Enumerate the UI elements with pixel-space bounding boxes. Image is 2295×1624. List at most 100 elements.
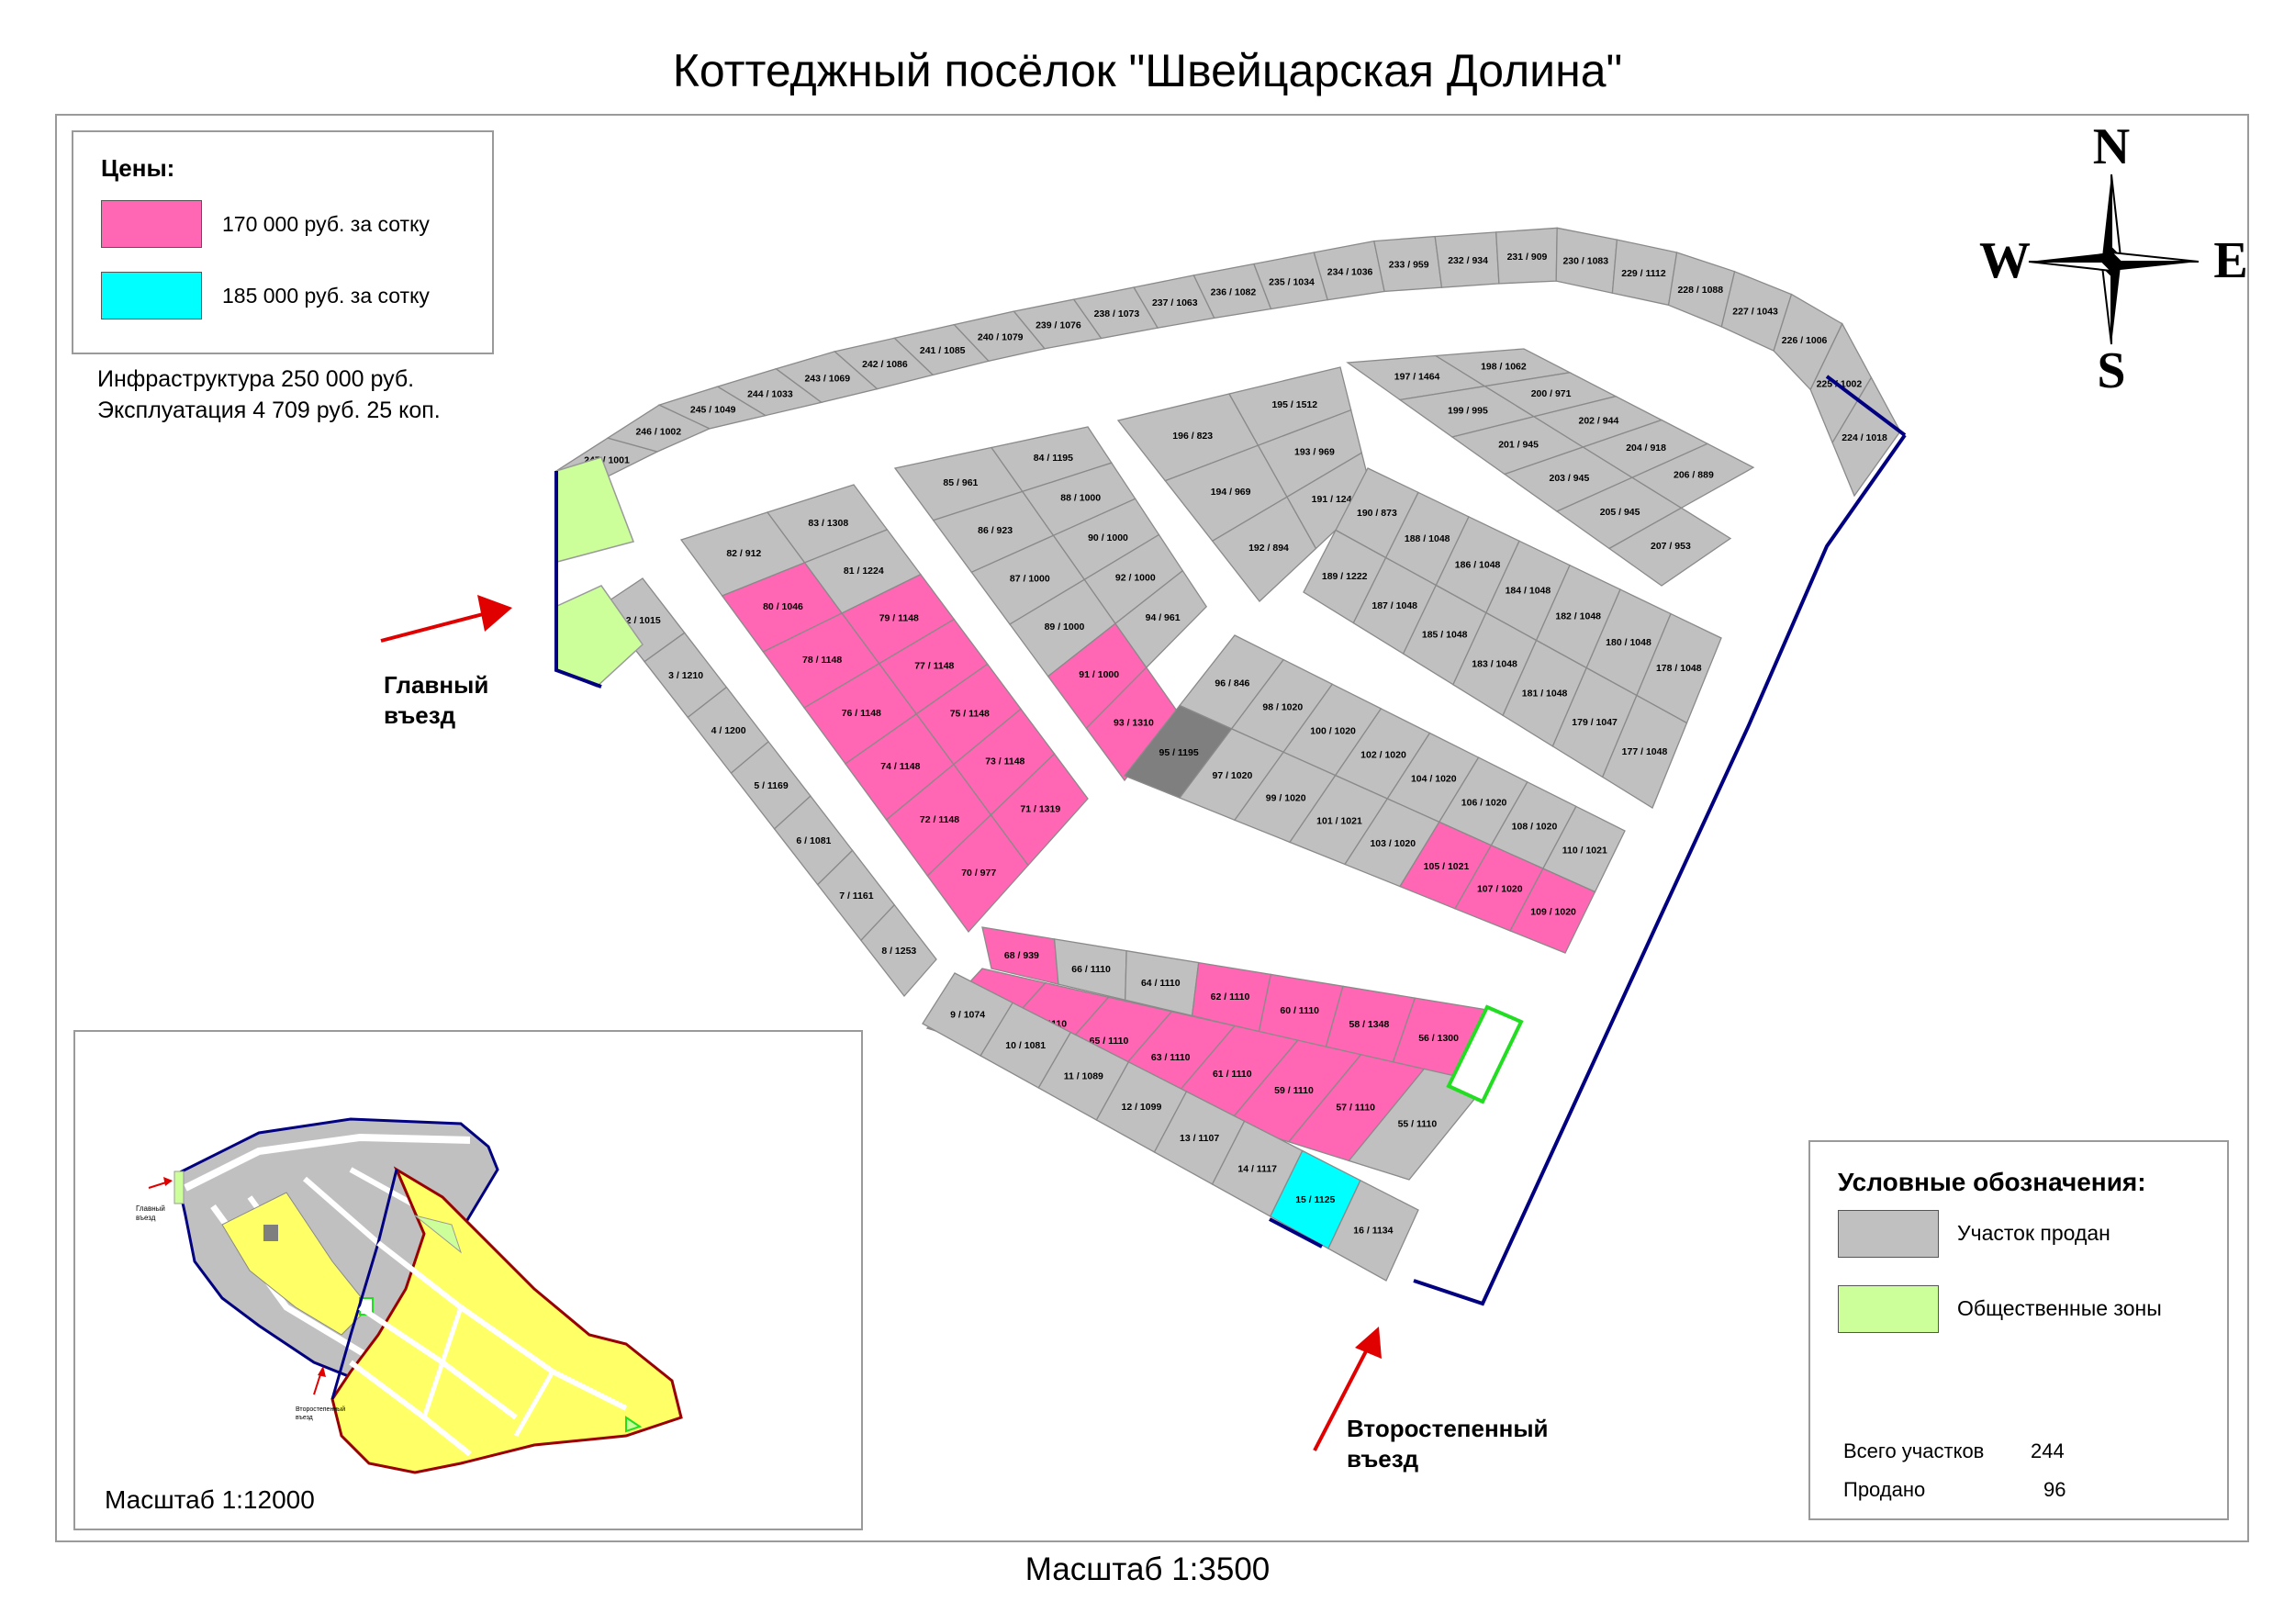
lot-72-label: 72 / 1148 <box>920 814 959 825</box>
lot-71[interactable]: 71 / 1319 <box>990 753 1089 867</box>
lot-224[interactable]: 224 / 1018 <box>1831 375 1901 498</box>
lot-75-label: 75 / 1148 <box>950 709 990 720</box>
lot-229[interactable]: 229 / 1112 <box>1611 239 1678 307</box>
lot-61-label: 61 / 1110 <box>1213 1069 1252 1080</box>
lot-246[interactable]: 246 / 1002 <box>606 404 711 453</box>
lot-190-label: 190 / 873 <box>1357 508 1397 519</box>
lot-230[interactable]: 230 / 1083 <box>1555 227 1618 294</box>
main-entry-label-line2: въезд <box>384 701 456 729</box>
legend-swatch-public <box>1838 1285 1939 1333</box>
lot-233-label: 233 / 959 <box>1389 260 1429 271</box>
lot-234[interactable]: 234 / 1036 <box>1313 240 1385 301</box>
lot-94-shape <box>1114 569 1208 669</box>
lot-109[interactable]: 109 / 1020 <box>1509 868 1596 954</box>
lot-200[interactable]: 200 / 971 <box>1483 372 1618 418</box>
lot-5[interactable]: 5 / 1169 <box>730 740 812 830</box>
lot-191-label: 191 / 1244 <box>1312 494 1358 505</box>
lot-231[interactable]: 231 / 909 <box>1495 227 1558 285</box>
lot-231-label: 231 / 909 <box>1507 252 1548 263</box>
lot-185[interactable]: 185 / 1048 <box>1402 584 1487 686</box>
lot-64[interactable]: 64 / 1110 <box>1125 949 1200 1017</box>
main-scale: Масштаб 1:3500 <box>1024 1551 1271 1587</box>
lot-206[interactable]: 206 / 889 <box>1630 442 1755 510</box>
lot-232[interactable]: 232 / 934 <box>1434 231 1500 288</box>
lot-13[interactable]: 13 / 1107 <box>1153 1091 1246 1185</box>
lot-110[interactable]: 110 / 1021 <box>1541 805 1626 893</box>
lot-77[interactable]: 77 / 1148 <box>878 618 989 715</box>
secondary-entry-label: Второстепенный въезд <box>1347 1414 1549 1474</box>
lot-236-label: 236 / 1082 <box>1211 287 1257 298</box>
lot-244-label: 244 / 1033 <box>747 388 793 399</box>
lot-97-label: 97 / 1020 <box>1213 770 1253 781</box>
lot-73[interactable]: 73 / 1148 <box>953 708 1056 816</box>
lot-16[interactable]: 16 / 1134 <box>1327 1179 1419 1282</box>
lot-184[interactable]: 184 / 1048 <box>1485 540 1571 642</box>
lot-203-label: 203 / 945 <box>1550 473 1590 484</box>
lot-201[interactable]: 201 / 945 <box>1450 416 1585 476</box>
lot-207[interactable]: 207 / 953 <box>1607 507 1732 587</box>
lot-192-label: 192 / 894 <box>1248 543 1289 554</box>
lot-12[interactable]: 12 / 1099 <box>1095 1060 1188 1153</box>
lot-199[interactable]: 199 / 995 <box>1398 386 1536 438</box>
lot-180[interactable]: 180 / 1048 <box>1585 588 1672 697</box>
lot-59-label: 59 / 1110 <box>1274 1085 1314 1096</box>
lot-94[interactable]: 94 / 961 <box>1114 569 1208 669</box>
overview-sec-entry-2: въезд <box>296 1415 313 1421</box>
lot-228[interactable]: 228 / 1088 <box>1667 252 1736 328</box>
lot-88-label: 88 / 1000 <box>1060 493 1101 504</box>
price-legend-header: Цены: <box>101 154 175 182</box>
lot-68[interactable]: 68 / 939 <box>981 926 1059 985</box>
secondary-entry-label-line1: Второстепенный <box>1347 1415 1549 1442</box>
lot-240-label: 240 / 1079 <box>978 332 1024 343</box>
lot-235[interactable]: 235 / 1034 <box>1253 252 1329 310</box>
lot-197[interactable]: 197 / 1464 <box>1346 354 1487 401</box>
lot-243-label: 243 / 1069 <box>804 374 850 385</box>
price-swatch-pink <box>101 200 202 248</box>
overview-inset-map[interactable]: Главный въезд Второстепенный въезд <box>73 1030 863 1530</box>
lot-84[interactable]: 84 / 1195 <box>990 426 1113 493</box>
lot-103-label: 103 / 1020 <box>1370 838 1416 849</box>
lot-15[interactable]: 15 / 1125 <box>1269 1149 1361 1249</box>
lot-239[interactable]: 239 / 1076 <box>1013 298 1103 350</box>
lot-205-label: 205 / 945 <box>1600 507 1640 518</box>
lot-86-label: 86 / 923 <box>978 525 1013 536</box>
lot-205[interactable]: 205 / 945 <box>1555 476 1683 550</box>
lot-237[interactable]: 237 / 1063 <box>1133 274 1215 329</box>
lot-66[interactable]: 66 / 1110 <box>1053 938 1127 1002</box>
overview-scale: Масштаб 1:12000 <box>105 1485 315 1514</box>
main-entry-label: Главный въезд <box>384 670 488 731</box>
lot-189-label: 189 / 1222 <box>1322 571 1368 582</box>
lot-224-label: 224 / 1018 <box>1842 432 1887 443</box>
lot-80[interactable]: 80 / 1046 <box>721 562 844 653</box>
lot-234-label: 234 / 1036 <box>1327 266 1373 277</box>
lot-193-label: 193 / 969 <box>1294 447 1335 458</box>
lot-238[interactable]: 238 / 1073 <box>1072 286 1159 340</box>
lot-186-label: 186 / 1048 <box>1455 559 1501 570</box>
lot-7[interactable]: 7 / 1161 <box>816 849 896 942</box>
lot-107-label: 107 / 1020 <box>1477 884 1523 895</box>
lot-245[interactable]: 245 / 1049 <box>657 386 767 430</box>
lot-190[interactable]: 190 / 873 <box>1335 467 1419 559</box>
lot-241[interactable]: 241 / 1085 <box>893 323 991 376</box>
lot-91-label: 91 / 1000 <box>1079 669 1119 680</box>
lot-71-label: 71 / 1319 <box>1020 803 1060 814</box>
lot-8[interactable]: 8 / 1253 <box>860 903 937 998</box>
lot-16-shape <box>1327 1179 1419 1282</box>
price-swatch-cyan <box>101 272 202 319</box>
lot-11[interactable]: 11 / 1089 <box>1037 1031 1130 1121</box>
lot-204-label: 204 / 918 <box>1626 442 1666 454</box>
lot-77-label: 77 / 1148 <box>914 661 954 672</box>
lot-70-label: 70 / 977 <box>961 868 996 879</box>
lot-16-label: 16 / 1134 <box>1353 1226 1393 1237</box>
lot-79-label: 79 / 1148 <box>879 613 919 624</box>
lot-96-label: 96 / 846 <box>1215 678 1249 689</box>
lot-59[interactable]: 59 / 1110 <box>1226 1039 1362 1143</box>
lot-233[interactable]: 233 / 959 <box>1373 235 1443 293</box>
lot-177[interactable]: 177 / 1048 <box>1601 694 1688 809</box>
lot-193[interactable]: 193 / 969 <box>1257 409 1363 498</box>
lot-62[interactable]: 62 / 1110 <box>1191 961 1272 1033</box>
lot-227[interactable]: 227 / 1043 <box>1720 270 1793 352</box>
green-outline-lot[interactable] <box>1446 1004 1524 1104</box>
boundary-west <box>554 471 602 689</box>
